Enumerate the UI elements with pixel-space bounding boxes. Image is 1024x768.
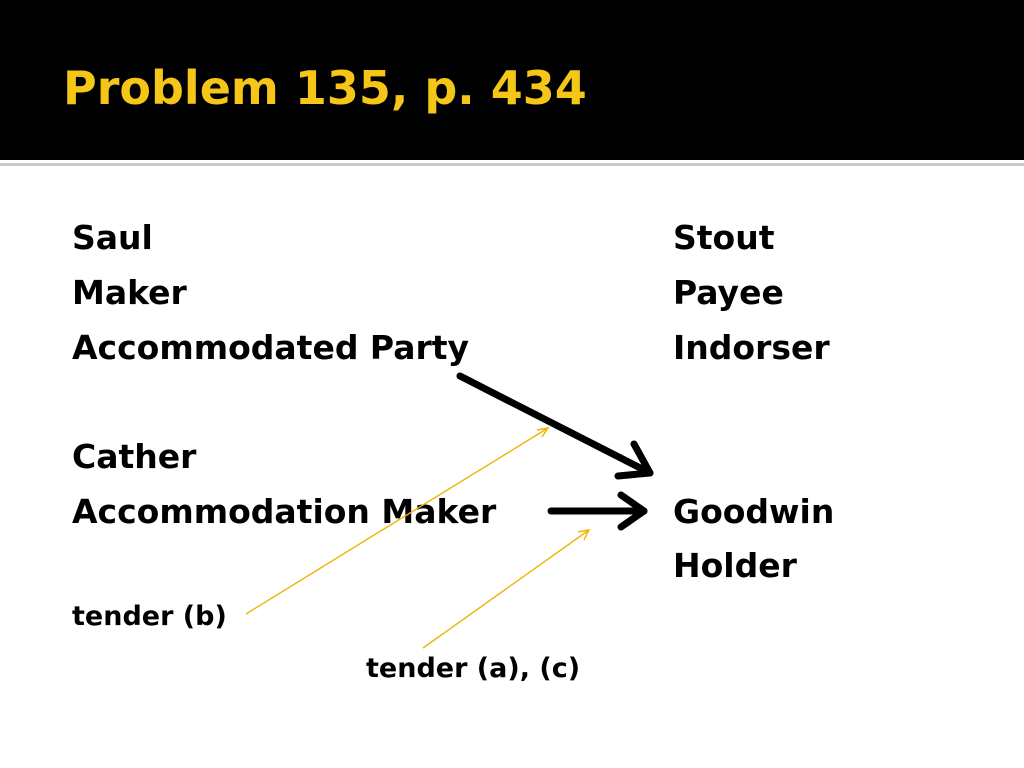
label-stout: Stout [673,218,775,257]
title-divider-gap [0,160,1024,163]
label-accommodated-party: Accommodated Party [72,328,470,367]
title-divider [0,163,1024,166]
note-tender-b: tender (b) [72,601,227,632]
thick-arrow-horizontal [547,491,648,531]
thin-arrow-tender-ac [422,529,591,649]
label-cather: Cather [72,437,197,476]
note-tender-ac: tender (a), (c) [366,653,581,684]
label-indorser: Indorser [673,328,830,367]
label-accommodation-maker: Accommodation Maker [72,492,497,531]
label-payee: Payee [673,273,784,312]
title-bar: Problem 135, p. 434 [0,0,1024,160]
slide-title: Problem 135, p. 434 [63,61,587,115]
label-goodwin: Goodwin [673,492,835,531]
label-saul: Saul [72,218,153,257]
label-maker: Maker [72,273,187,312]
label-holder: Holder [673,546,797,585]
thick-arrow-diagonal [456,372,654,480]
